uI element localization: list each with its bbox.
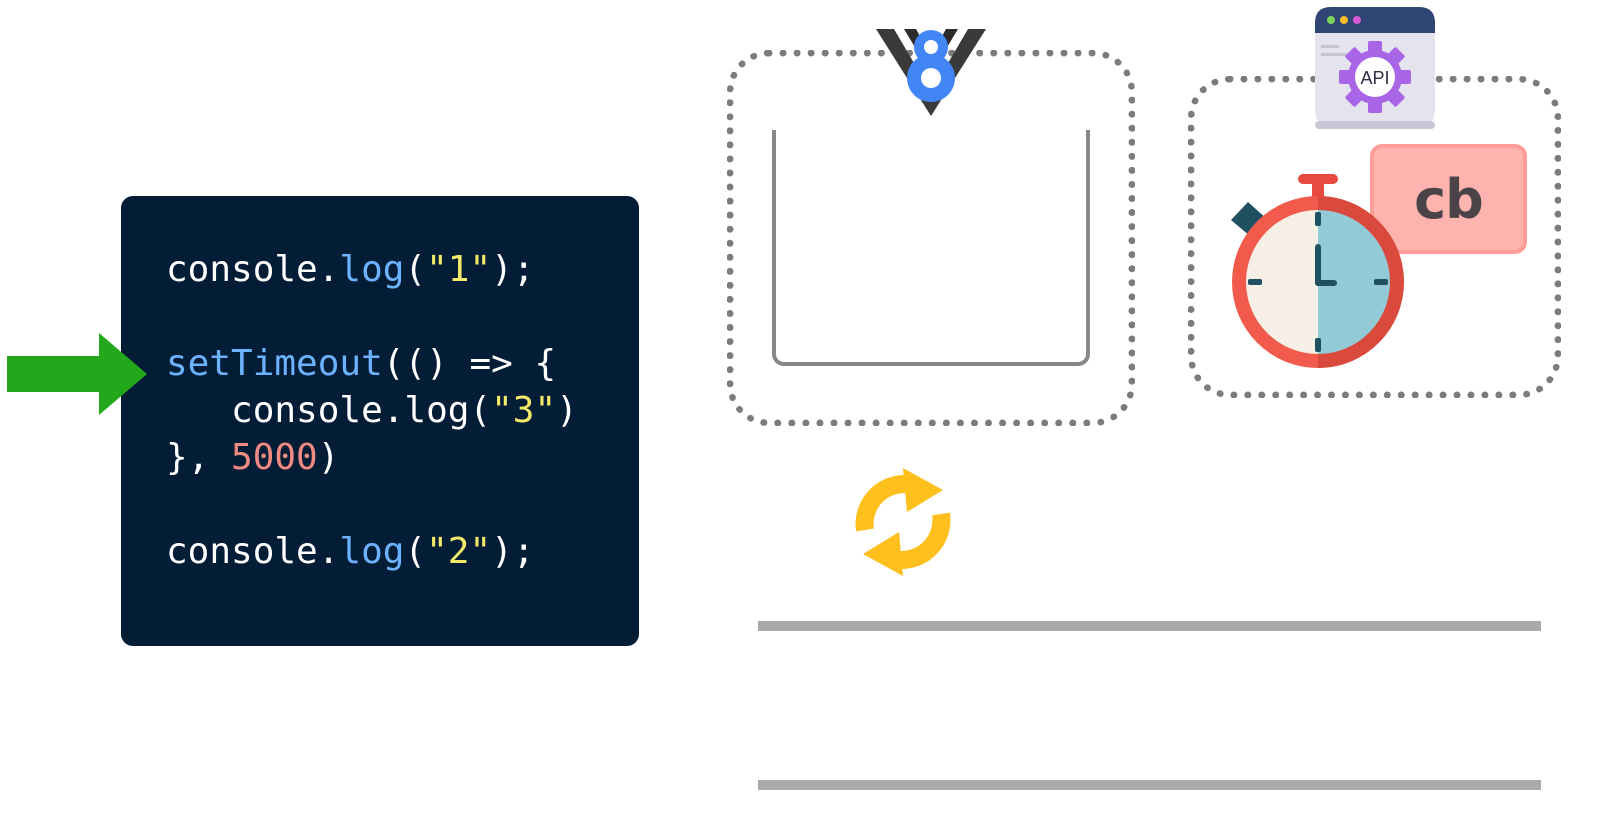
- code-panel: console.log("1"); setTimeout(() => { con…: [121, 196, 639, 646]
- refresh-cycle-icon: [855, 468, 951, 576]
- call-stack: [772, 130, 1090, 366]
- code-token: setTimeout: [166, 343, 383, 384]
- code-token: },: [166, 437, 232, 478]
- queue-top-border: [758, 621, 1541, 631]
- code-line: console.log("3"): [166, 391, 578, 431]
- code-token: log: [339, 531, 405, 572]
- green-arrow-icon: [7, 333, 147, 415]
- code-token: );: [491, 249, 535, 290]
- code-token: "2": [426, 531, 492, 572]
- code-token: (: [404, 531, 427, 572]
- api-badge-text: API: [1360, 68, 1389, 88]
- code-token: "1": [426, 249, 492, 290]
- code-token: );: [491, 531, 535, 572]
- api-gear-icon: API: [1315, 7, 1435, 129]
- code-token: ): [556, 390, 578, 431]
- code-token: console.: [166, 249, 340, 290]
- callback-badge: cb: [1370, 144, 1527, 254]
- code-token: (() => {: [382, 343, 557, 384]
- code-line: }, 5000): [166, 438, 339, 478]
- code-line: setTimeout(() => {: [166, 344, 556, 384]
- code-line: console.log("1");: [166, 250, 535, 290]
- code-token: console.: [166, 531, 340, 572]
- queue-bottom-border: [758, 780, 1541, 790]
- code-line: console.log("2");: [166, 532, 535, 572]
- code-token: log: [339, 249, 405, 290]
- code-token: "3": [491, 390, 557, 431]
- callback-label: cb: [1414, 167, 1484, 231]
- v8-logo-icon: [876, 29, 986, 116]
- code-token: ): [317, 437, 340, 478]
- code-token: (: [404, 249, 427, 290]
- code-token: 5000: [231, 437, 318, 478]
- code-token: console.log(: [166, 390, 492, 431]
- stopwatch-icon: [1231, 174, 1404, 368]
